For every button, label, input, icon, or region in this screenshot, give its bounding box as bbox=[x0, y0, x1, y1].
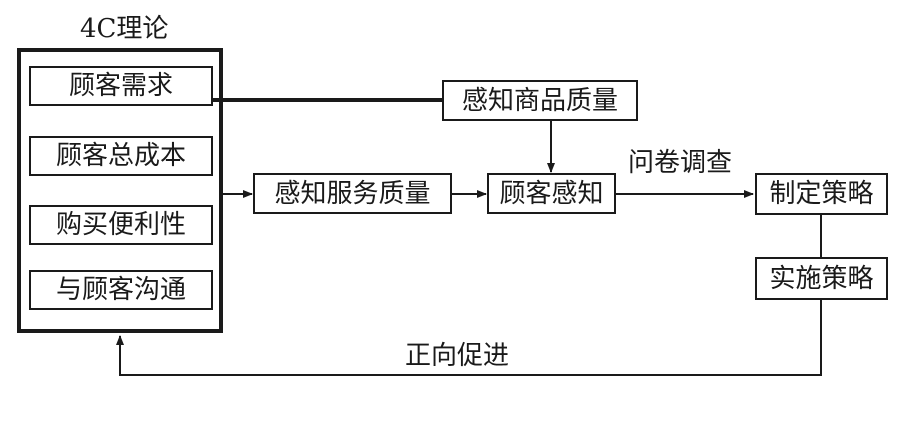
theory-title: 4C理论 bbox=[80, 14, 169, 44]
feedback-label: 正向促进 bbox=[405, 341, 510, 371]
box-customer-perception: 顾客感知 bbox=[487, 173, 616, 214]
arrow-feedback-loop bbox=[116, 300, 822, 376]
survey-label: 问卷调查 bbox=[628, 148, 733, 178]
box-perceived-product-quality: 感知商品质量 bbox=[442, 80, 638, 121]
box-perceived-service-quality: 感知服务质量 bbox=[253, 173, 452, 214]
item-customer-communication: 与顾客沟通 bbox=[29, 270, 213, 310]
item-customer-total-cost: 顾客总成本 bbox=[29, 136, 213, 176]
theory-group-frame bbox=[17, 48, 223, 333]
box-make-strategy: 制定策略 bbox=[755, 173, 888, 215]
item-customer-needs: 顾客需求 bbox=[29, 66, 213, 106]
item-purchase-convenience: 购买便利性 bbox=[29, 205, 213, 245]
box-implement-strategy: 实施策略 bbox=[755, 257, 888, 300]
